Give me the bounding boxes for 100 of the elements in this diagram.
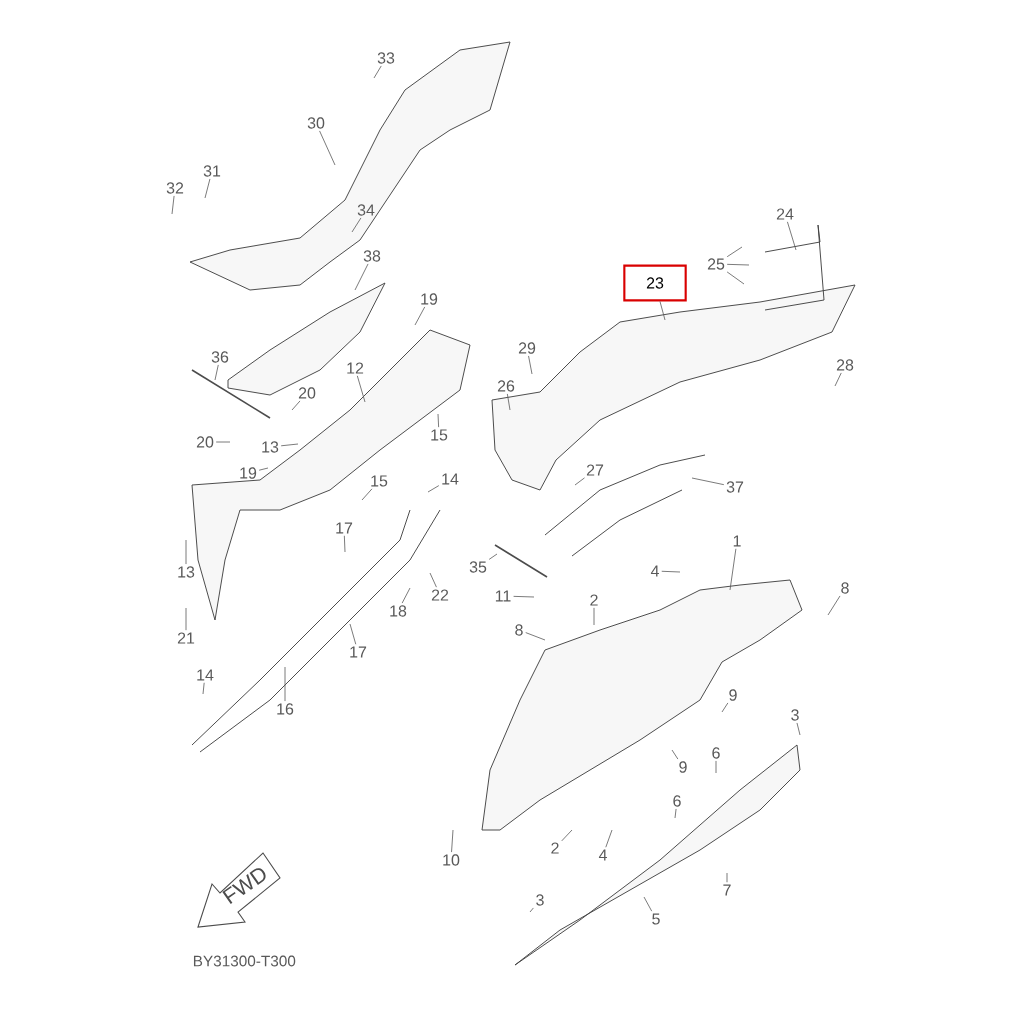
leader-line: [451, 829, 454, 853]
figure-code: BY31300-T300: [193, 955, 296, 967]
callout-number: 35: [469, 561, 487, 573]
leader-line: [414, 306, 426, 326]
leader-line: [258, 467, 269, 471]
callout-number: 32: [166, 182, 184, 194]
callout-number: 6: [712, 747, 720, 759]
leader-line: [659, 301, 666, 321]
callout-number: 4: [598, 849, 607, 861]
callout-number: 21: [177, 632, 195, 644]
callout-number: 15: [371, 475, 388, 487]
leader-line: [351, 217, 362, 233]
leader-line: [643, 896, 653, 912]
callout-number: 11: [495, 590, 511, 602]
leader-line: [506, 393, 511, 411]
callout-number: 1: [733, 535, 741, 547]
leader-line: [373, 65, 382, 79]
leader-line: [525, 632, 546, 641]
leader-line: [726, 872, 728, 883]
leader-line: [721, 702, 729, 713]
callout-number: 14: [442, 473, 459, 485]
leader-line: [280, 443, 299, 447]
callout-number: 33: [377, 52, 395, 64]
callout-number: 3: [536, 894, 544, 906]
callout-number: 38: [363, 250, 381, 262]
leader-line: [215, 441, 231, 443]
callout-number: 14: [197, 669, 214, 681]
leader-line: [488, 553, 498, 560]
callout-number: 2: [551, 842, 559, 854]
leader-line: [427, 485, 440, 493]
leader-line: [726, 246, 743, 258]
leader-line: [671, 749, 679, 760]
leader-line: [319, 130, 336, 166]
leader-line: [349, 623, 357, 645]
callout-number: 20: [298, 387, 316, 399]
callout-number: 7: [723, 884, 731, 896]
leader-line: [528, 355, 533, 375]
leader-line: [593, 607, 595, 626]
leader-line: [343, 535, 346, 553]
leader-line: [529, 907, 534, 913]
leader-line: [787, 221, 797, 251]
callout-number: 29: [518, 342, 536, 354]
leader-line: [202, 682, 205, 695]
callout-number: 4: [650, 565, 659, 577]
callout-number: 13: [178, 566, 195, 578]
callout-number: 10: [443, 854, 460, 866]
leader-line: [171, 195, 175, 215]
callout-number: 17: [336, 522, 353, 534]
callout-number: 30: [307, 117, 325, 129]
callout-number: 17: [350, 646, 367, 658]
leader-line: [561, 829, 573, 842]
leader-line: [726, 263, 750, 266]
callout-number: 13: [262, 441, 279, 453]
callout-number: 9: [729, 689, 737, 701]
callout-number: 8: [515, 624, 523, 636]
leader-line: [185, 539, 187, 565]
leader-line: [796, 722, 801, 736]
leader-line: [715, 760, 717, 774]
leader-line: [361, 488, 373, 501]
callout-number: 16: [277, 703, 294, 715]
leader-line: [726, 271, 745, 285]
leader-line: [605, 829, 613, 848]
callout-number: 6: [673, 795, 681, 807]
callout-number: 20: [196, 436, 214, 448]
leader-line: [827, 595, 841, 616]
leader-line: [429, 572, 437, 588]
callout-number: 15: [431, 429, 448, 441]
callout-number: 37: [726, 481, 744, 493]
leader-line: [674, 808, 677, 819]
callout-number: 9: [679, 761, 687, 773]
leader-line: [834, 372, 842, 387]
callout-number: 31: [203, 165, 221, 177]
callout-number: 36: [211, 351, 229, 363]
leader-line: [356, 375, 366, 403]
callout-number: 2: [590, 594, 598, 606]
callout-number: 8: [841, 582, 849, 594]
leader-line: [661, 570, 681, 573]
callout-number: 34: [357, 204, 375, 216]
leader-line: [729, 548, 737, 591]
leader-line: [691, 477, 725, 486]
arrow-label: FWD: [222, 868, 266, 904]
leader-line: [291, 400, 301, 411]
leader-line: [513, 595, 535, 598]
callout-number: 24: [776, 208, 794, 220]
callout-number: 12: [347, 362, 364, 374]
callout-number: 19: [240, 467, 257, 479]
callout-number: 3: [791, 709, 799, 721]
leader-line: [401, 587, 411, 604]
leader-line: [437, 413, 440, 428]
leader-line: [185, 607, 187, 631]
callout-number: 5: [652, 913, 660, 925]
leader-line: [214, 364, 219, 381]
callout-number: 18: [390, 605, 407, 617]
callout-number: 27: [586, 464, 604, 476]
callout-number: 22: [431, 589, 449, 601]
callout-number: 26: [497, 380, 515, 392]
leader-line: [354, 263, 369, 291]
leader-line: [574, 477, 585, 486]
leader-line: [204, 178, 211, 199]
leader-line: [284, 666, 286, 702]
